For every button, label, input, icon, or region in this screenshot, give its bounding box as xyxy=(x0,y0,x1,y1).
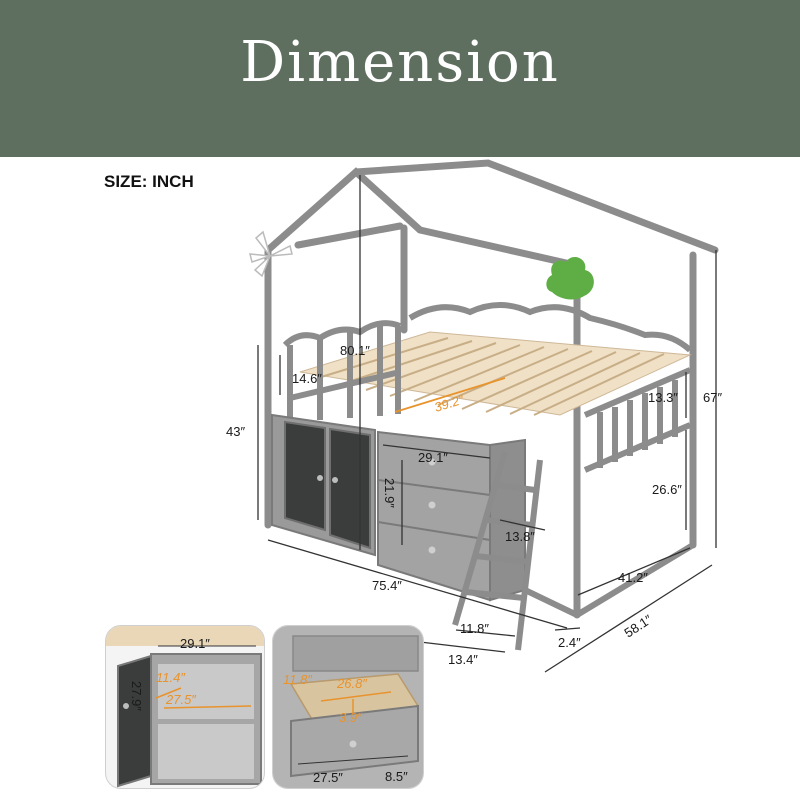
pinwheel-decoration xyxy=(249,230,293,278)
dim-drawer-height: 21.9″ xyxy=(382,478,397,508)
dim-ladder-base: 13.4″ xyxy=(448,652,478,667)
drawer-outer-width-label: 27.5″ xyxy=(313,770,343,785)
cabinet-width-label: 29.1″ xyxy=(180,636,210,651)
dim-width: 58.1″ xyxy=(621,611,655,640)
dim-total-height: 80.1″ xyxy=(340,343,370,358)
dim-overall-height: 67″ xyxy=(703,390,722,405)
drawer-detail-inset: 11.8″ 26.8″ 3.9″ 27.5″ 8.5″ xyxy=(272,625,424,789)
mattress-diagonal-line xyxy=(394,377,506,413)
cabinet-shelf-width-label: 27.5″ xyxy=(165,692,196,707)
dim-rail-height: 14.6″ xyxy=(292,371,322,386)
dim-length: 75.4″ xyxy=(372,578,402,593)
dim-ladder-offset: 2.4″ xyxy=(558,635,581,650)
dim-under-clearance: 26.6″ xyxy=(652,482,682,497)
page-title: Dimension xyxy=(240,30,560,95)
dim-side-rail: 13.3″ xyxy=(648,390,678,405)
drawer-inner-depth-label: 11.8″ xyxy=(283,672,312,687)
guard-rails xyxy=(282,302,693,473)
header-banner: Dimension xyxy=(0,0,800,157)
cabinet-height-label: 27.9″ xyxy=(129,681,144,711)
dim-ladder-depth: 13.8″ xyxy=(505,529,535,544)
cabinet-detail-inset: 29.1″ 11.4″ 27.5″ 27.9″ xyxy=(105,625,265,789)
dimension-lines xyxy=(257,175,717,673)
cabinet-detail-drawing: 29.1″ 11.4″ 27.5″ 27.9″ xyxy=(106,626,264,788)
bed-base-frame xyxy=(523,542,695,618)
dim-ladder-width: 11.8″ xyxy=(460,621,489,636)
drawer-inner-width-label: 26.8″ xyxy=(336,676,367,691)
bed-illustration: 80.1″ 67″ 43″ 14.6″ 39.2″ 13.3″ 26.6″ 29… xyxy=(226,159,722,673)
house-roof-frame xyxy=(264,159,719,619)
dim-drawer-width: 29.1″ xyxy=(418,450,448,465)
dim-inner-width: 41.2″ xyxy=(618,570,648,585)
size-unit-label: SIZE: INCH xyxy=(104,172,194,191)
drawer-detail-drawing: 11.8″ 26.8″ 3.9″ 27.5″ 8.5″ xyxy=(273,626,423,788)
drawer-outer-height-label: 8.5″ xyxy=(385,769,408,784)
ladder xyxy=(452,451,543,651)
leaf-decoration xyxy=(546,256,594,300)
drawer-inner-height-label: 3.9″ xyxy=(339,710,362,725)
cabinet-shelf-depth-label: 11.4″ xyxy=(156,670,185,685)
dim-platform-height: 43″ xyxy=(226,424,245,439)
